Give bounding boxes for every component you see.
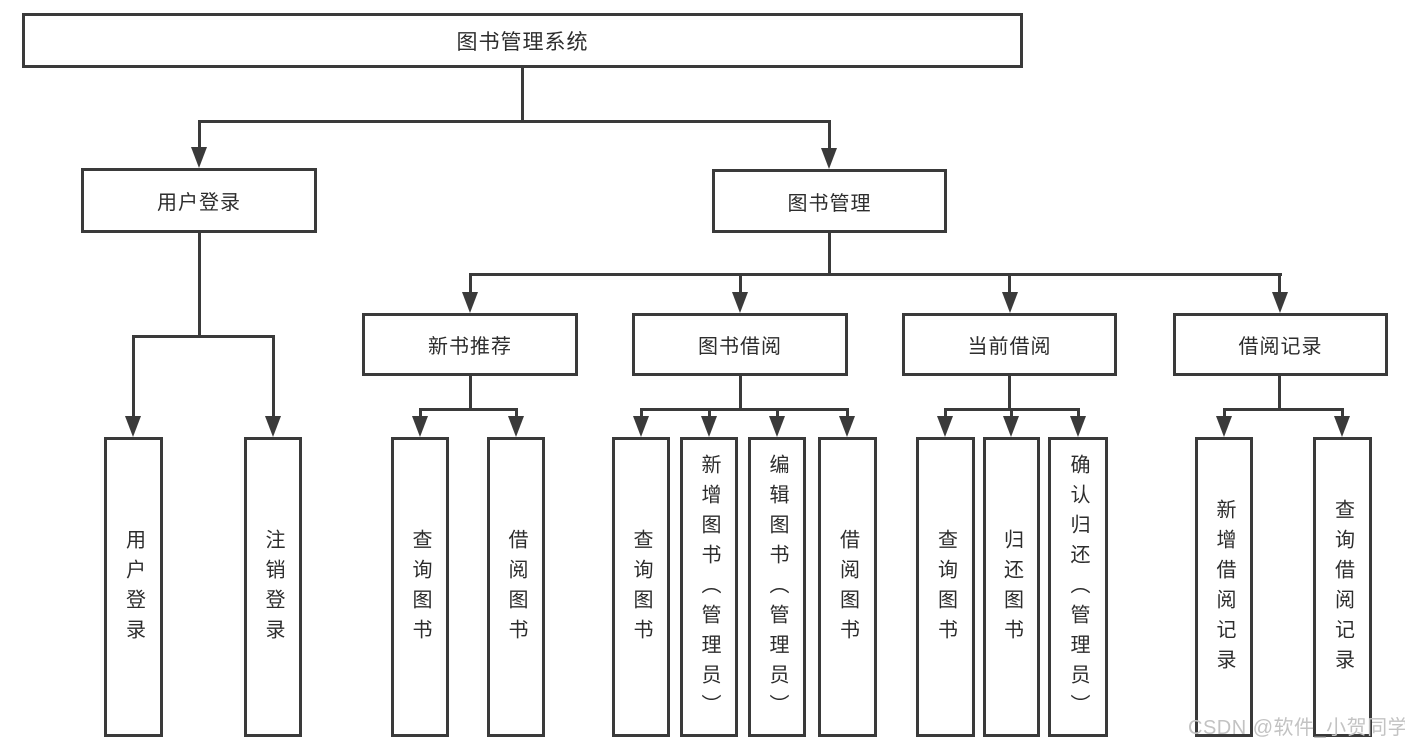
connector-login-drop-2 [272, 335, 275, 416]
leaf-current-confirm-return-label: 确认归还（管理员） [1067, 454, 1089, 724]
connector-mgmt-drop-2 [739, 273, 742, 293]
leaf-borrow-add-book-label: 新增图书（管理员） [698, 454, 720, 724]
connector-root-stem [521, 68, 524, 120]
leaf-records-query-label: 查询借阅记录 [1331, 499, 1354, 679]
leaf-records-query: 查询借阅记录 [1313, 437, 1372, 737]
connector-root-drop-right [828, 120, 831, 148]
connector-root-drop-left [198, 120, 201, 147]
connector-records-stem [1278, 376, 1281, 408]
arrowhead-current-child-2 [1003, 416, 1019, 437]
node-new-books: 新书推荐 [362, 313, 578, 376]
connector-records-drop-1 [1223, 408, 1226, 418]
arrowhead-login-child-2 [265, 416, 281, 437]
arrowhead-bookborrow-child-4 [839, 416, 855, 437]
node-root-label: 图书管理系统 [456, 30, 589, 54]
leaf-borrow-add-book: 新增图书（管理员） [680, 437, 738, 737]
arrowhead-book-borrow [732, 292, 748, 313]
leaf-records-add: 新增借阅记录 [1195, 437, 1253, 737]
arrowhead-bookborrow-child-1 [633, 416, 649, 437]
leaf-borrow-borrow-book: 借阅图书 [818, 437, 877, 737]
connector-newbooks-drop-2 [515, 408, 518, 418]
leaf-logout-label: 注销登录 [262, 529, 284, 649]
connector-records-bar [1223, 408, 1344, 411]
connector-newbooks-stem [469, 376, 472, 408]
arrowhead-newbooks-child-2 [508, 416, 524, 437]
leaf-current-confirm-return: 确认归还（管理员） [1048, 437, 1108, 737]
leaf-newbooks-query-label: 查询图书 [409, 529, 431, 649]
arrowhead-current-borrow [1002, 292, 1018, 313]
leaf-current-query: 查询图书 [916, 437, 975, 737]
connector-records-drop-2 [1341, 408, 1344, 418]
connector-current-drop-3 [1077, 408, 1080, 418]
node-root: 图书管理系统 [22, 13, 1023, 68]
node-user-login: 用户登录 [81, 168, 317, 233]
connector-mgmt-bar [469, 273, 1282, 276]
leaf-borrow-query: 查询图书 [612, 437, 670, 737]
node-borrow-records: 借阅记录 [1173, 313, 1388, 376]
connector-newbooks-drop-1 [419, 408, 422, 418]
arrowhead-bookborrow-child-2 [701, 416, 717, 437]
node-user-login-label: 用户登录 [157, 192, 241, 214]
leaf-current-return-label: 归还图书 [1000, 529, 1023, 649]
connector-root-bar [198, 120, 831, 123]
arrowhead-current-child-1 [937, 416, 953, 437]
arrowhead-current-child-3 [1070, 416, 1086, 437]
arrowhead-records-child-1 [1216, 416, 1232, 437]
arrowhead-borrow-records [1272, 292, 1288, 313]
connector-mgmt-drop-3 [1008, 273, 1011, 293]
connector-mgmt-stem [828, 233, 831, 273]
node-borrow-records-label: 借阅记录 [1238, 336, 1323, 358]
leaf-logout: 注销登录 [244, 437, 302, 737]
leaf-current-query-label: 查询图书 [934, 529, 957, 649]
node-book-borrow-label: 图书借阅 [698, 336, 782, 358]
connector-bookborrow-drop-1 [640, 408, 643, 418]
leaf-user-login: 用户登录 [104, 437, 163, 737]
connector-bookborrow-drop-4 [846, 408, 849, 418]
connector-mgmt-drop-4 [1278, 273, 1281, 293]
arrowhead-user-login [191, 147, 207, 168]
connector-mgmt-drop-1 [469, 273, 472, 293]
leaf-borrow-borrow-book-label: 借阅图书 [836, 529, 859, 649]
connector-newbooks-bar [419, 408, 518, 411]
leaf-borrow-query-label: 查询图书 [630, 529, 652, 649]
connector-bookborrow-bar [640, 408, 849, 411]
leaf-current-return: 归还图书 [983, 437, 1040, 737]
node-book-borrow: 图书借阅 [632, 313, 848, 376]
arrowhead-login-child-1 [125, 416, 141, 437]
node-current-borrow-label: 当前借阅 [967, 336, 1052, 358]
connector-bookborrow-stem [739, 376, 742, 408]
connector-login-stem [198, 233, 201, 335]
connector-login-drop-1 [132, 335, 135, 416]
node-book-mgmt: 图书管理 [712, 169, 947, 233]
leaf-newbooks-borrow: 借阅图书 [487, 437, 545, 737]
connector-current-drop-2 [1010, 408, 1013, 418]
arrowhead-bookborrow-child-3 [769, 416, 785, 437]
arrowhead-newbooks-child-1 [412, 416, 428, 437]
csdn-watermark: CSDN @软件_小贺同学 [1188, 717, 1405, 739]
leaf-newbooks-borrow-label: 借阅图书 [505, 529, 527, 649]
arrowhead-new-books [462, 292, 478, 313]
connector-login-bar [132, 335, 275, 338]
connector-bookborrow-drop-2 [708, 408, 711, 418]
leaf-records-add-label: 新增借阅记录 [1213, 499, 1235, 679]
arrowhead-records-child-2 [1334, 416, 1350, 437]
leaf-newbooks-query: 查询图书 [391, 437, 449, 737]
node-book-mgmt-label: 图书管理 [787, 192, 872, 215]
leaf-user-login-label: 用户登录 [122, 529, 145, 649]
connector-current-drop-1 [944, 408, 947, 418]
leaf-borrow-edit-book: 编辑图书（管理员） [748, 437, 806, 737]
connector-bookborrow-drop-3 [776, 408, 779, 418]
node-current-borrow: 当前借阅 [902, 313, 1117, 376]
arrowhead-book-mgmt [821, 148, 837, 169]
connector-current-stem [1008, 376, 1011, 408]
leaf-borrow-edit-book-label: 编辑图书（管理员） [766, 454, 788, 724]
node-new-books-label: 新书推荐 [428, 336, 512, 358]
